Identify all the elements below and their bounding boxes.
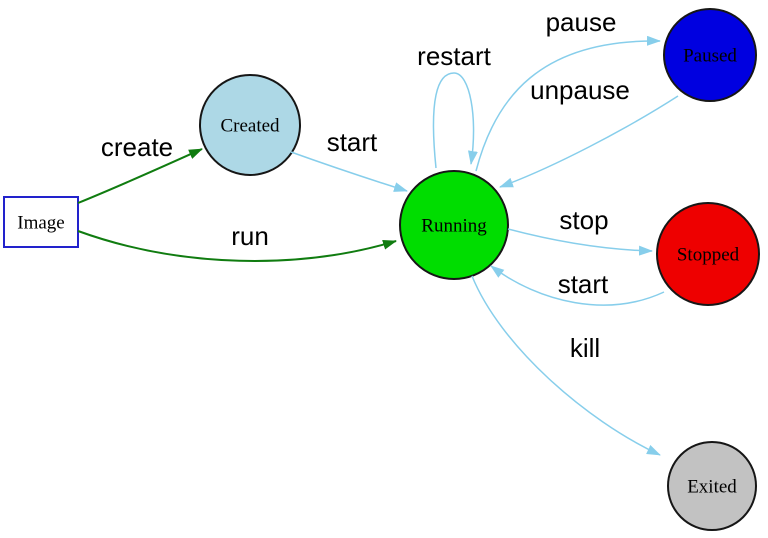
- edge-label-stop: stop: [559, 205, 608, 235]
- edge-label-run: run: [231, 221, 269, 251]
- edge-restart: [432, 72, 478, 169]
- node-label-created: Created: [220, 116, 280, 137]
- edge-pause: [475, 35, 661, 172]
- edge-label-start: start: [327, 127, 378, 157]
- edge-run: [77, 230, 397, 262]
- node-layer: [3, 8, 760, 531]
- edge-label-create: create: [101, 132, 173, 162]
- node-stopped: [656, 202, 760, 306]
- edge-create: [77, 148, 203, 204]
- edge-kill: [471, 275, 661, 456]
- node-running: [399, 170, 509, 280]
- edge-label-pause: pause: [546, 7, 617, 37]
- edge-layer: [77, 35, 679, 456]
- node-paused: [663, 8, 757, 102]
- edge-label-kill: kill: [570, 333, 600, 363]
- node-created: [199, 74, 301, 176]
- edge-unpause: [499, 95, 679, 188]
- edge-start-again: [490, 265, 665, 306]
- node-label-image: Image: [17, 213, 64, 234]
- node-label-exited: Exited: [687, 477, 737, 498]
- edge-label-start-again: start: [558, 269, 609, 299]
- edge-stop: [507, 228, 653, 256]
- node-label-running: Running: [421, 216, 487, 237]
- node-label-stopped: Stopped: [677, 245, 740, 266]
- node-label-paused: Paused: [683, 46, 737, 67]
- node-image: [3, 196, 79, 248]
- node-exited: [667, 441, 757, 531]
- edge-start: [290, 151, 408, 192]
- edge-label-restart: restart: [417, 41, 491, 71]
- edge-label-unpause: unpause: [530, 75, 630, 105]
